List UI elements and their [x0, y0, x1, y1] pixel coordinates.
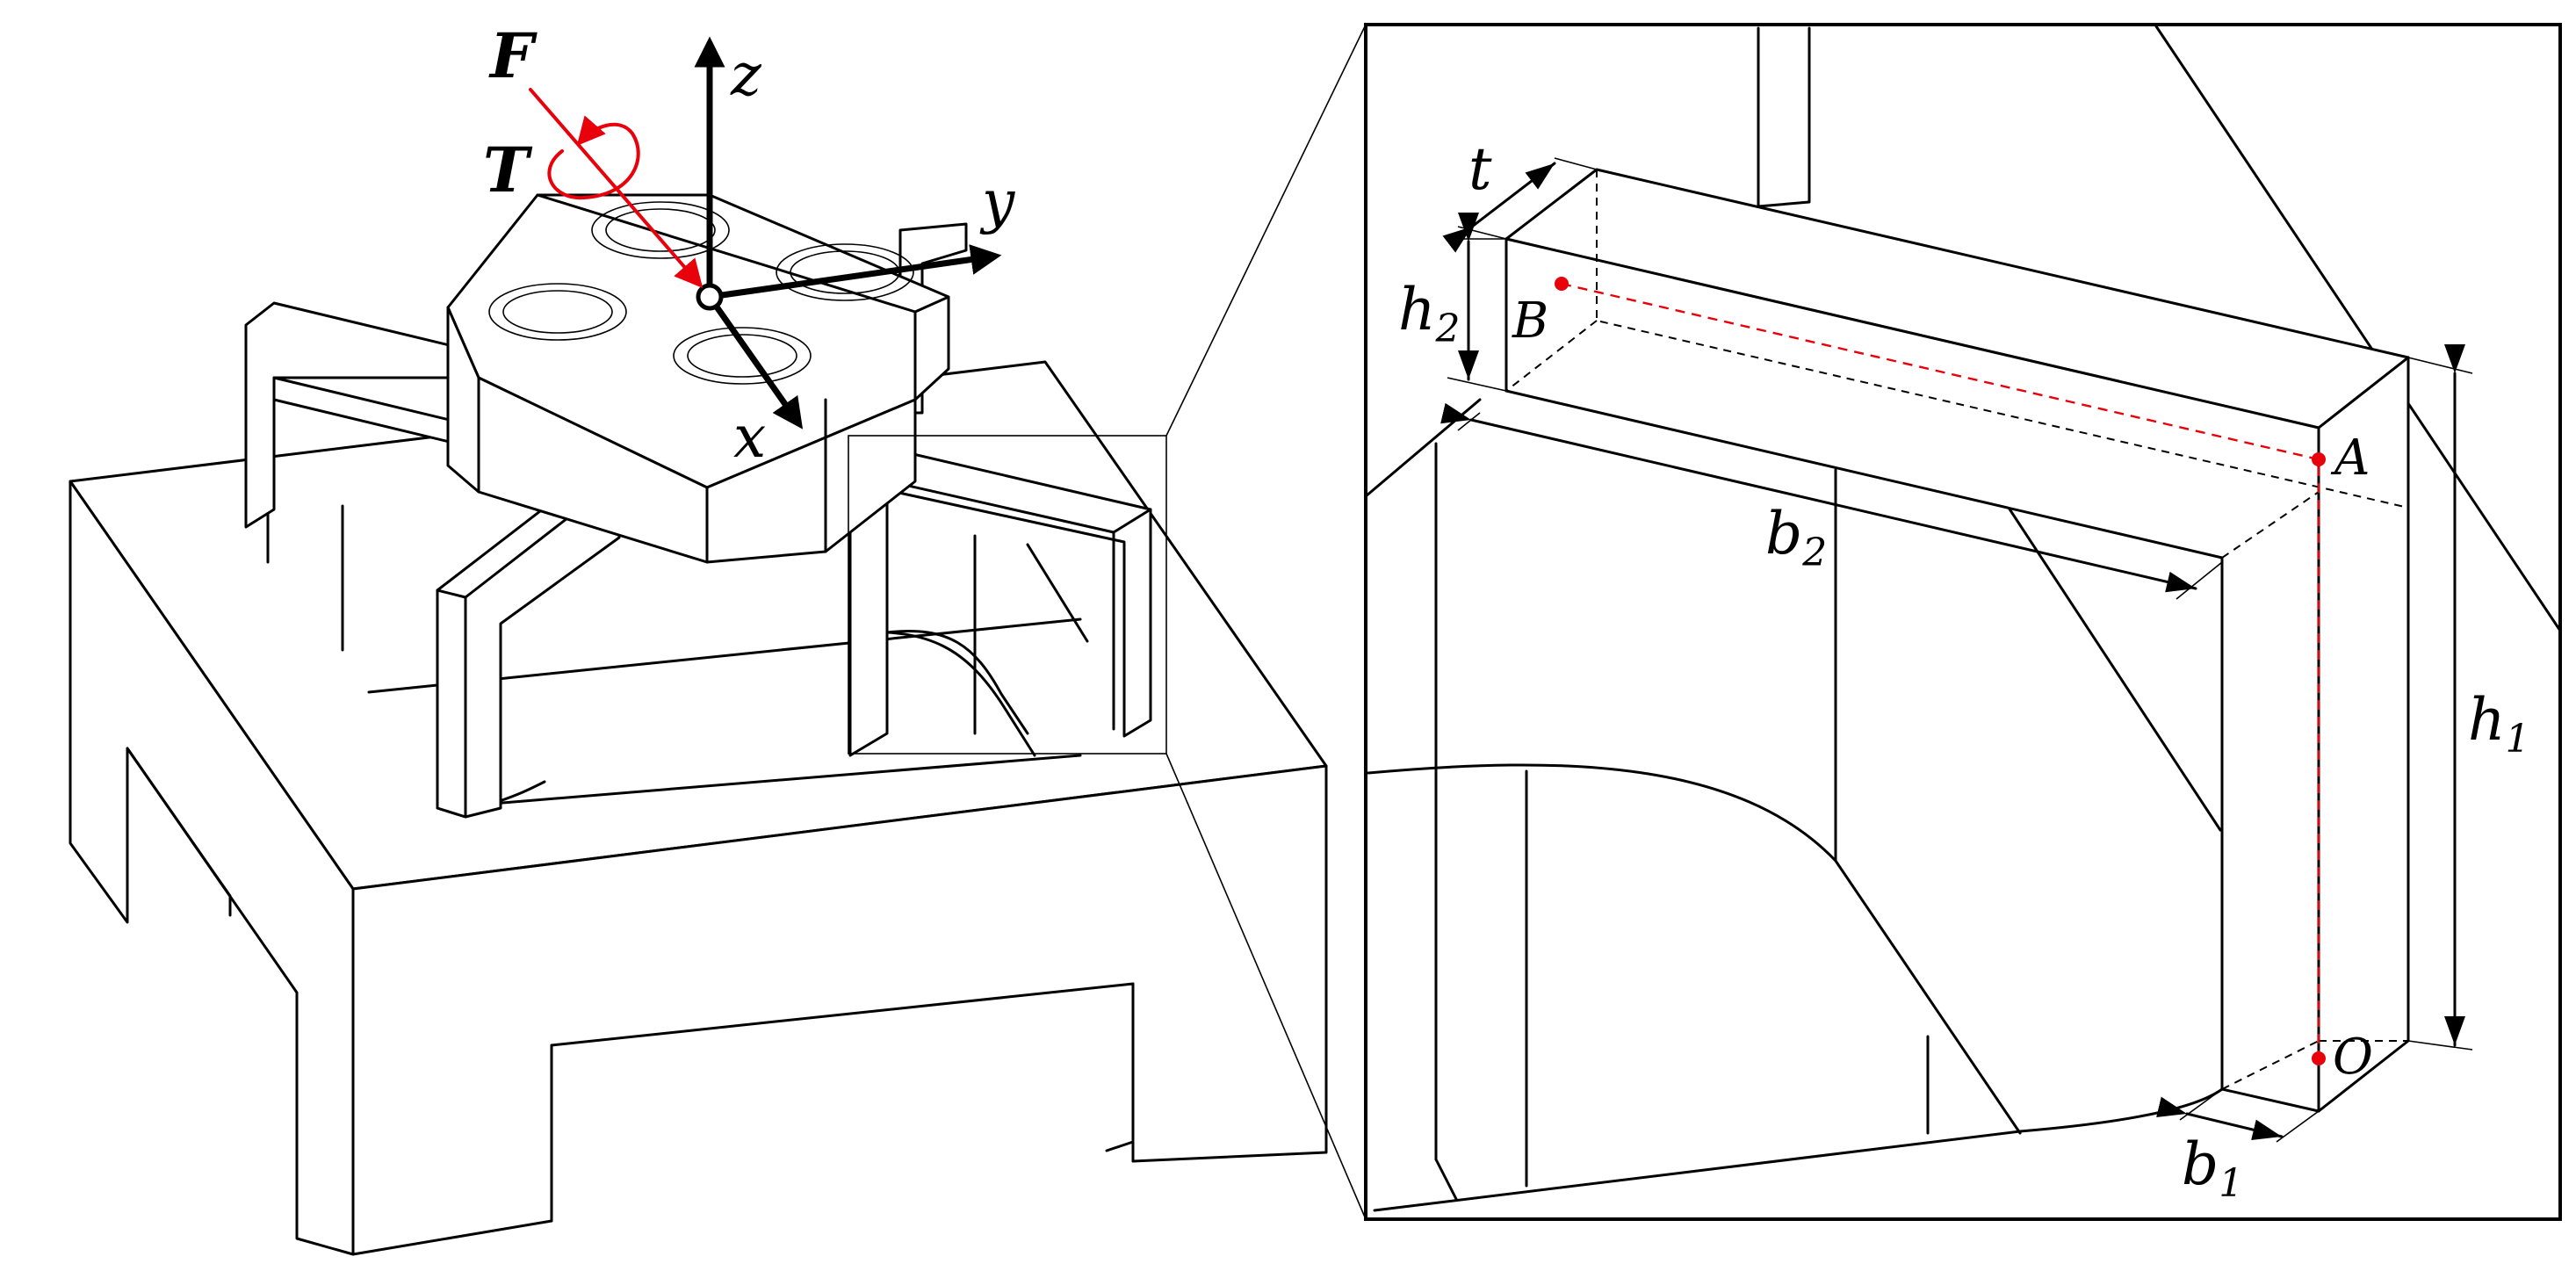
- y-axis: [706, 244, 1002, 300]
- dimension-b1: [2156, 1096, 2284, 1140]
- axis-y-label: y: [979, 168, 1015, 235]
- detail-panel: [1364, 23, 2562, 1221]
- label-b2: b2: [1765, 500, 1827, 575]
- label-point-o: O: [2333, 1029, 2373, 1086]
- axis-z-label: z: [730, 41, 762, 109]
- coordinate-axes: z y x: [694, 36, 1015, 471]
- applied-loads: F T: [483, 19, 704, 289]
- point-a-marker: [2312, 452, 2326, 466]
- origin-marker: [696, 283, 724, 311]
- label-h1: h1: [2468, 686, 2530, 762]
- label-h2: h2: [1398, 276, 1461, 351]
- point-o-marker: [2312, 1051, 2326, 1065]
- zoom-source-box: [848, 435, 1167, 755]
- dimension-b2: [1440, 402, 2197, 593]
- torque-arrow: [547, 115, 640, 200]
- x-axis: [706, 293, 804, 430]
- axis-x-label: x: [733, 403, 766, 471]
- label-t: t: [1468, 135, 1492, 203]
- dimensions: [1440, 157, 2473, 1143]
- zoom-connector-top: [1165, 24, 1367, 437]
- label-point-a: A: [2330, 430, 2370, 487]
- sensor-top-block: [446, 193, 950, 564]
- detail-labels: t h2 b2 h1 b1 A B O: [1398, 135, 2530, 1206]
- label-point-b: B: [1512, 292, 1548, 350]
- torque-label: T: [483, 134, 533, 206]
- force-label: F: [488, 19, 538, 92]
- bolt-holes: [488, 201, 914, 385]
- label-b1: b1: [2182, 1130, 2243, 1206]
- dimension-t: [1442, 162, 1556, 253]
- force-arrow: [529, 88, 704, 289]
- point-b-marker: [1555, 277, 1569, 291]
- zoom-connector-bottom: [1165, 753, 1367, 1220]
